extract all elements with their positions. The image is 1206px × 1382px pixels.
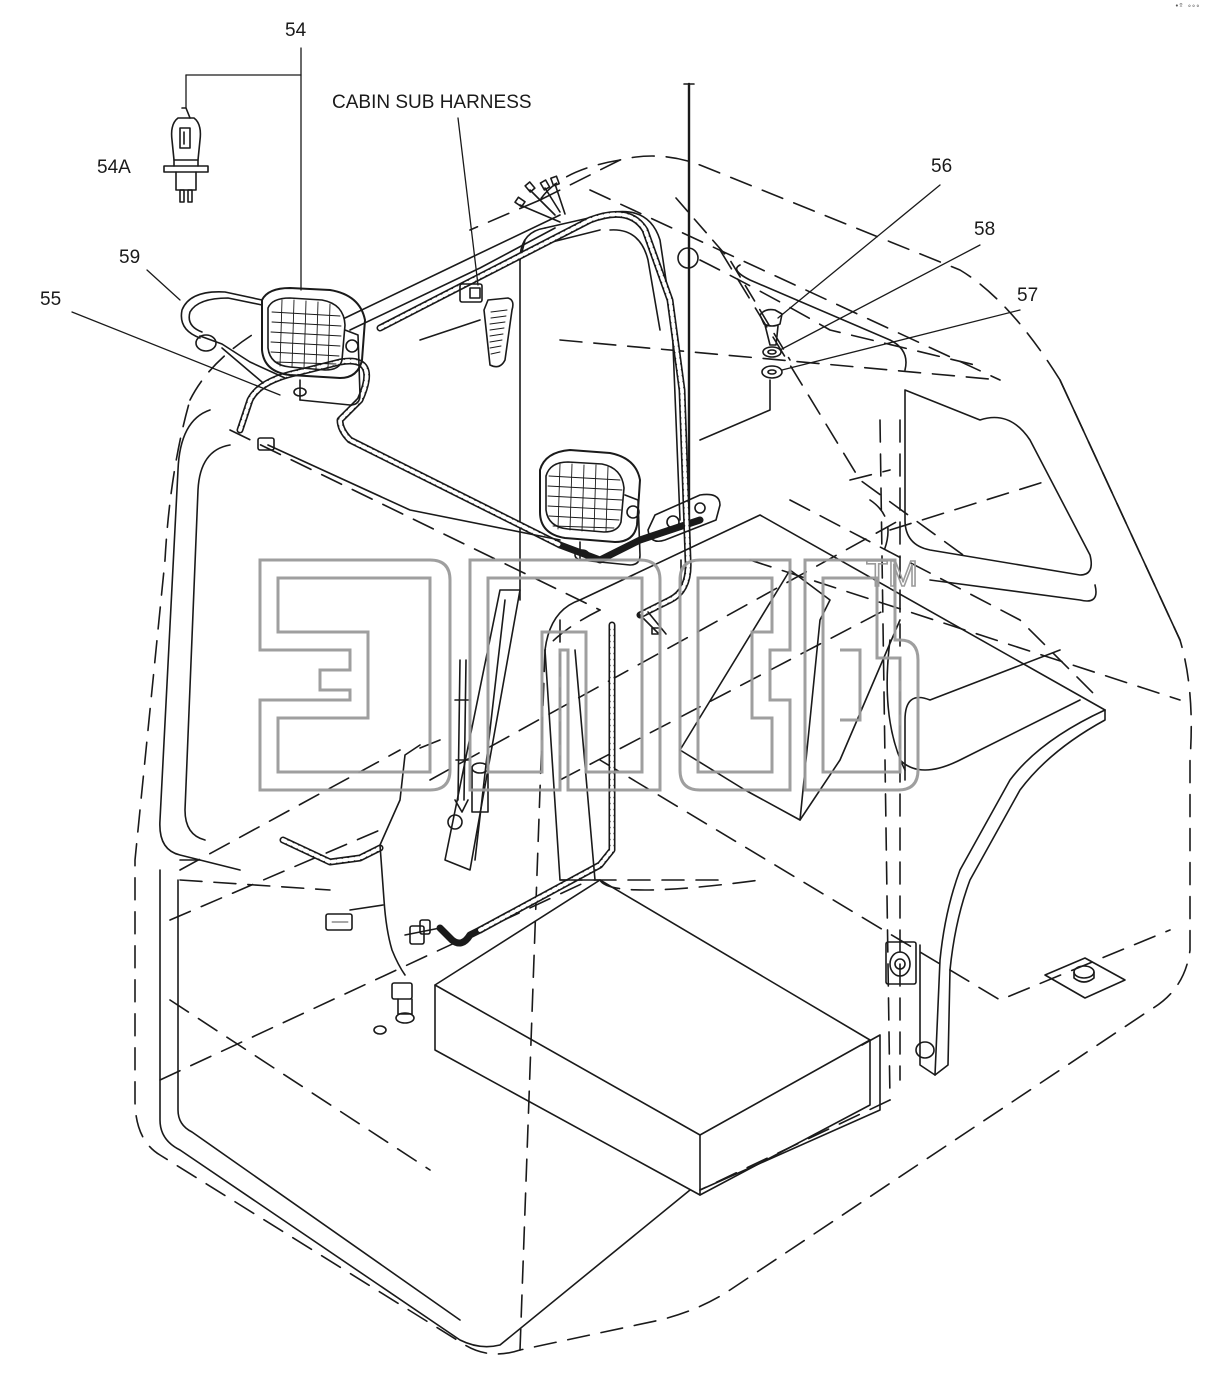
callout-54: 54 — [285, 20, 307, 41]
lamp-wire-59 — [180, 291, 286, 383]
callout-54a: 54A — [97, 157, 131, 178]
leader-lines — [71, 47, 1021, 396]
seat-box — [434, 879, 881, 1196]
lamp-mount-bracket — [647, 379, 771, 543]
left-work-lamp — [261, 287, 366, 406]
cabin-sub-harness-label: CABIN SUB HARNESS — [332, 92, 532, 113]
window-frames — [159, 264, 1181, 1348]
callout-59: 59 — [119, 247, 141, 268]
callout-57: 57 — [1017, 285, 1039, 306]
sub-harness-connector — [459, 283, 514, 368]
corner-mark: •º ∘∘∘ — [1174, 2, 1200, 10]
harness-wire-ends — [514, 175, 566, 223]
lower-connectors — [257, 437, 431, 1035]
callout-58: 58 — [974, 219, 996, 240]
bulb-54a — [163, 107, 209, 203]
thin-harness — [267, 214, 561, 976]
callout-55: 55 — [40, 289, 62, 310]
bolt-washer-stack — [759, 308, 783, 379]
watermark-logo — [258, 558, 920, 792]
antenna-guide — [675, 197, 791, 361]
wiper-assembly — [444, 589, 521, 871]
callout-56: 56 — [931, 156, 953, 177]
watermark-tm: TM — [866, 553, 918, 594]
console-hardware — [885, 941, 1126, 1059]
